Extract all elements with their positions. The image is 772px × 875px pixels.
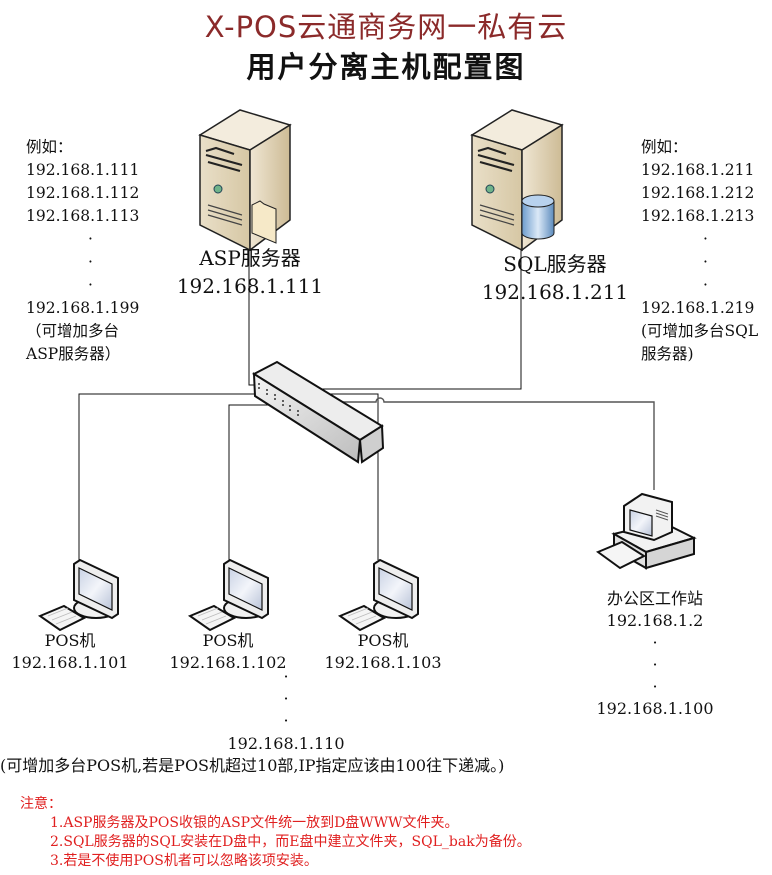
sql-server-icon [470,109,564,252]
pos-name: POS机 [357,631,409,650]
asp-server-icon [198,109,292,252]
list-heading: 例如： [26,138,73,156]
database-icon [521,194,555,240]
diagram-title: X-POS云通商务网一私有云 [204,10,568,44]
cable-switch-to-workstation [280,397,655,490]
workstation-icon [595,492,697,570]
cable-switch-to-pos2 [228,404,272,560]
asp-ip-example-list: 例如： 192.168.1.111 192.168.1.112 192.168.… [26,136,139,366]
installation-notes: 注意： 1.ASP服务器及POS收银的ASP文件统一放到D盘WWW文件夹。 2.… [20,795,531,871]
ellipsis-dot: · [88,276,93,294]
sql-server-name: SQL服务器 [503,252,607,276]
pos-name: POS机 [202,631,254,650]
list-item: 192.168.1.212 [641,184,755,202]
asp-server-name: ASP服务器 [199,246,301,270]
pos-ip: 192.168.1.101 [11,653,129,672]
ellipsis-dot: · [88,253,93,271]
list-item: 192.168.1.219 [641,299,755,317]
notes-heading: 注意： [20,796,62,812]
ellipsis-dot: · [703,276,708,294]
list-item: 192.168.1.211 [641,161,755,179]
pos-terminal-icon [187,558,269,632]
note-item: 1.ASP服务器及POS收银的ASP文件统一放到D盘WWW文件夹。 [50,815,459,831]
workstation-label: 办公区工作站 192.168.1.2 [575,588,735,632]
network-cables [78,183,655,560]
list-note: ASP服务器） [26,345,121,363]
workstation-last-ip: 192.168.1.100 [596,699,714,718]
list-item: 192.168.1.199 [26,299,140,317]
pos-terminal-2-label: POS机 192.168.1.102 [158,630,298,674]
ellipsis-dot: · [652,655,658,674]
sql-server-label: SQL服务器 192.168.1.211 [455,250,655,306]
pos-terminal-1-label: POS机 192.168.1.101 [0,630,140,674]
pos-ip: 192.168.1.103 [324,653,442,672]
pos-terminal-3-label: POS机 192.168.1.103 [313,630,453,674]
pos-range-ellipsis: · · · [266,666,306,732]
folder-icon [251,200,277,244]
ellipsis-dot: · [652,633,658,652]
pos-name: POS机 [44,631,96,650]
note-item: 3.若是不使用POS机者可以忽略该项安装。 [50,853,318,869]
asp-server-label: ASP服务器 192.168.1.111 [150,244,350,300]
workstation-range-ellipsis: · · · [635,632,675,698]
asp-server-ip: 192.168.1.111 [176,274,324,298]
sql-server-ip: 192.168.1.211 [481,280,629,304]
ellipsis-dot: · [283,667,289,686]
pos-terminal-icon [37,558,119,632]
workstation-ip: 192.168.1.2 [606,611,704,630]
pos-terminal-icon [337,558,419,632]
cable-switch-to-pos1 [78,393,262,560]
switch-port-leds [258,383,299,416]
ellipsis-dot: · [283,689,289,708]
list-heading: 例如： [641,138,688,156]
sql-ip-example-list: 例如： 192.168.1.211 192.168.1.212 192.168.… [641,136,758,366]
diagram-subtitle: 用户分离主机配置图 [246,50,526,84]
list-item: 192.168.1.111 [26,161,140,179]
workstation-name: 办公区工作站 [606,589,703,608]
pos-ip: 192.168.1.102 [169,653,287,672]
cable-sql-to-switch [268,185,522,390]
list-item: 192.168.1.213 [641,207,755,225]
ellipsis-dot: · [88,230,93,248]
list-note: (可增加多台SQL [641,322,759,340]
list-item: 192.168.1.113 [26,207,140,225]
ellipsis-dot: · [652,677,658,696]
note-item: 2.SQL服务器的SQL安装在D盘中，而E盘中建立文件夹，SQL_bak为备份。 [50,834,531,850]
ellipsis-dot: · [703,230,708,248]
ellipsis-dot: · [283,711,289,730]
list-note: 服务器) [641,345,694,363]
pos-range-note: (可增加多台POS机,若是POS机超过10部,IP指定应该由100往下递减。) [0,756,505,775]
list-item: 192.168.1.112 [26,184,140,202]
network-switch-icon [251,360,385,464]
ellipsis-dot: · [703,253,708,271]
list-note: （可增加多台 [26,322,120,340]
pos-range-last-ip: 192.168.1.110 [227,734,345,753]
